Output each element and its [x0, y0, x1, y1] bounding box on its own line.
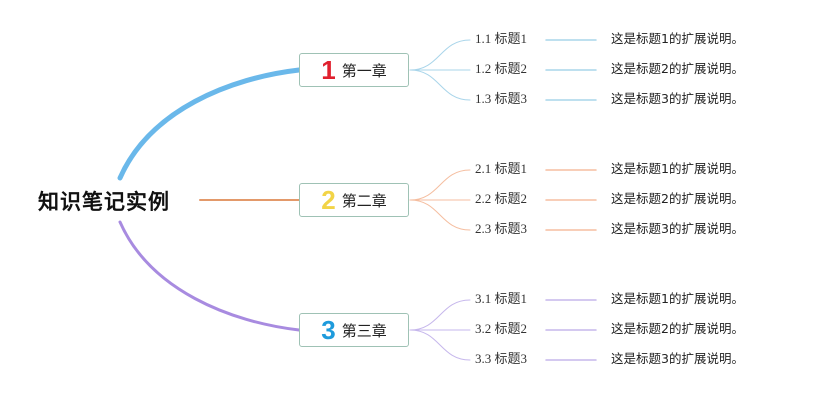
- chapter-number-badge: 2: [321, 185, 336, 215]
- subtopic-description[interactable]: 这是标题1的扩展说明。: [611, 31, 744, 46]
- branch-line-3: [118, 220, 301, 332]
- subtopic[interactable]: 3.3 标题3: [475, 351, 528, 366]
- subtopic-description[interactable]: 这是标题3的扩展说明。: [611, 351, 744, 366]
- subtopic[interactable]: 2.3 标题3: [475, 221, 528, 236]
- sub-branch-line: [409, 69, 471, 101]
- root-topic[interactable]: 知识笔记实例: [38, 190, 170, 214]
- subtopic[interactable]: 2.2 标题2: [475, 191, 528, 206]
- subtopic[interactable]: 2.1 标题1: [475, 161, 528, 176]
- sub-branch-line: [409, 39, 471, 71]
- chapter-label: 第一章: [341, 61, 387, 80]
- chapter-number-badge: 1: [321, 55, 336, 85]
- chapter-label: 第三章: [341, 321, 387, 340]
- chapter-2-topic[interactable]: 2 第二章: [299, 183, 409, 217]
- sub-branch-line: [409, 329, 471, 361]
- chapter-1-topic[interactable]: 1 第一章: [299, 53, 409, 87]
- sub-branch-line: [409, 169, 471, 201]
- subtopic[interactable]: 3.2 标题2: [475, 321, 528, 336]
- subtopic-description[interactable]: 这是标题1的扩展说明。: [611, 161, 744, 176]
- branch-line-1: [117, 67, 302, 181]
- subtopic-description[interactable]: 这是标题2的扩展说明。: [611, 191, 744, 206]
- subtopic[interactable]: 1.3 标题3: [475, 91, 528, 106]
- chapter-3-topic[interactable]: 3 第三章: [299, 313, 409, 347]
- subtopic-description[interactable]: 这是标题3的扩展说明。: [611, 221, 744, 236]
- chapter-label: 第二章: [341, 191, 387, 210]
- subtopic[interactable]: 1.2 标题2: [475, 61, 528, 76]
- sub-branch-line: [409, 299, 471, 331]
- sub-branch-line: [409, 199, 471, 231]
- subtopic[interactable]: 1.1 标题1: [475, 31, 528, 46]
- chapter-number-badge: 3: [321, 315, 336, 345]
- subtopic-description[interactable]: 这是标题2的扩展说明。: [611, 321, 744, 336]
- subtopic-description[interactable]: 这是标题1的扩展说明。: [611, 291, 744, 306]
- subtopic-description[interactable]: 这是标题2的扩展说明。: [611, 61, 744, 76]
- subtopic[interactable]: 3.1 标题1: [475, 291, 528, 306]
- subtopic-description[interactable]: 这是标题3的扩展说明。: [611, 91, 744, 106]
